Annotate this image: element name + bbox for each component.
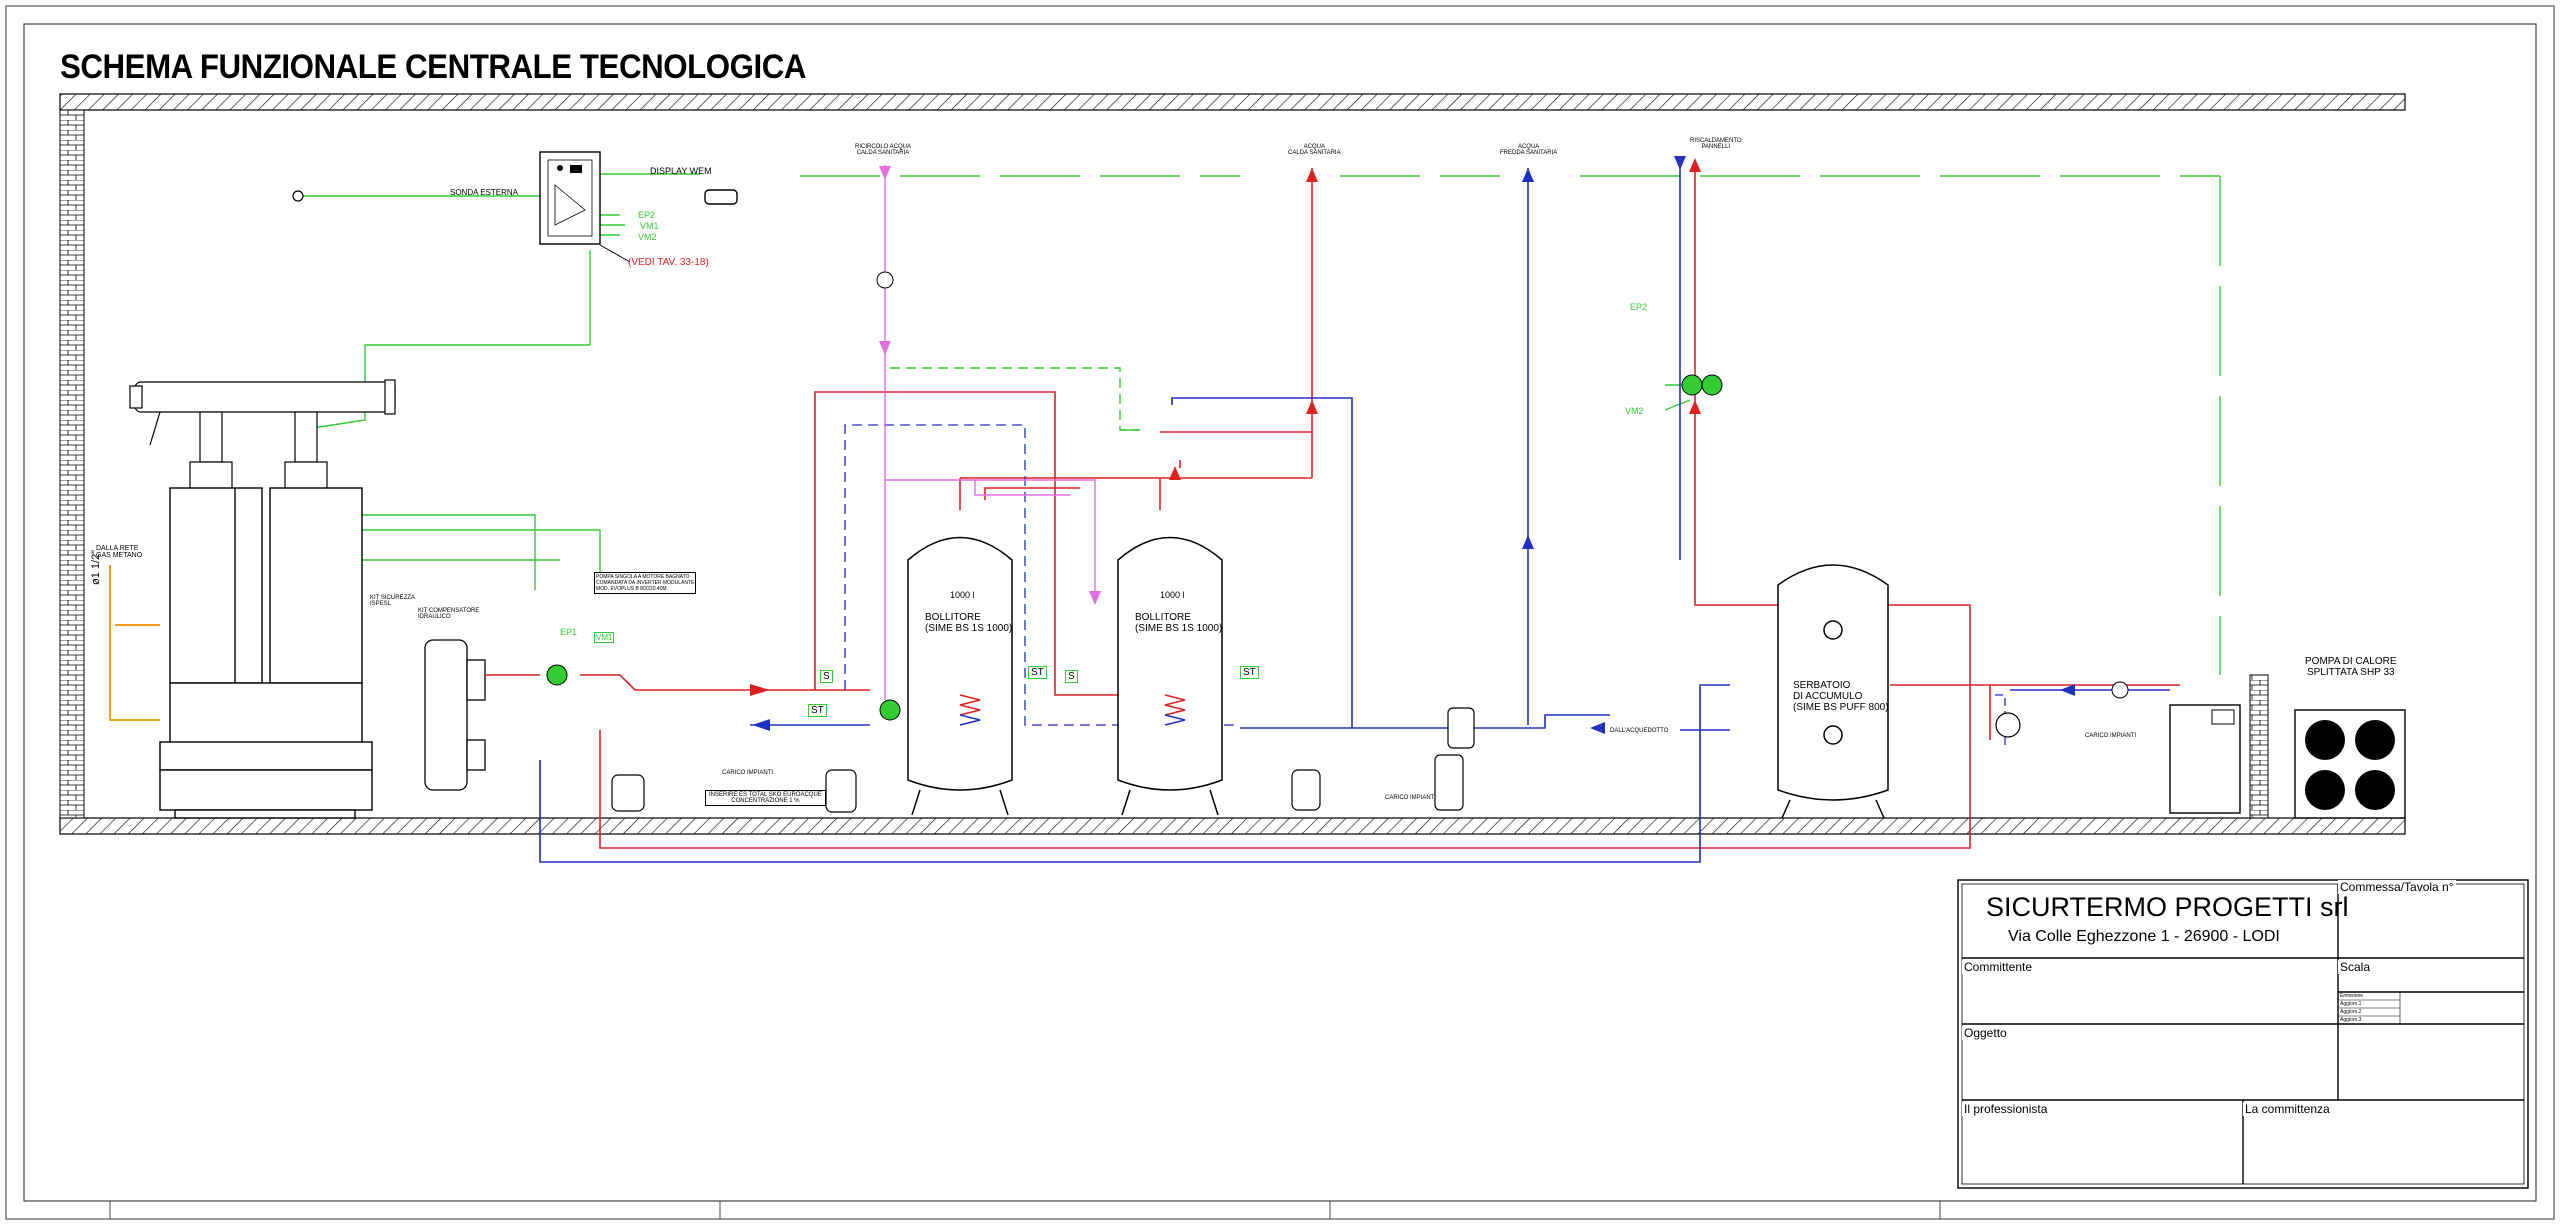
tb-scala: Scala <box>2338 960 2373 974</box>
label-pompa-calore: POMPA DI CALORE SPLITTATA SHP 33 <box>2305 656 2397 678</box>
label-dalla-rete: DALLA RETE GAS METANO <box>96 545 143 559</box>
label-capacity-1: 1000 l <box>950 590 975 600</box>
tag-st-3: ST <box>808 704 827 717</box>
label-carico-impianti-3: CARICO IMPIANTI <box>2085 733 2137 739</box>
label-gas-size: ø1 1/2" <box>90 549 102 585</box>
label-bollitore-1: BOLLITORE (SIME BS 1S 1000) <box>925 612 1013 634</box>
dashed-return-line <box>844 424 1240 726</box>
label-dall-acquedotto: DALL'ACQUEDOTTO <box>1610 728 1669 734</box>
cold-riser-arrow <box>1522 168 1534 182</box>
tag-s-2: S <box>1065 670 1078 683</box>
label-capacity-2: 1000 l <box>1160 590 1185 600</box>
label-ricircolo: RICIRCOLO ACQUA CALDA SANITARIA <box>855 144 912 156</box>
label-acqua-calda: ACQUA CALDA SANITARIA <box>1288 144 1341 156</box>
tag-st-1: ST <box>1028 666 1047 679</box>
label-vm2-valve: VM2 <box>1625 406 1644 416</box>
hot-water-lines <box>485 168 2180 849</box>
tank-coils <box>959 694 1186 726</box>
cold-flow-arrow <box>752 719 770 731</box>
tag-s-1: S <box>820 670 833 683</box>
label-bollitore-2: BOLLITORE (SIME BS 1S 1000) <box>1135 612 1223 634</box>
recirc-arrow <box>879 166 891 180</box>
tb-professionista: Il professionista <box>1962 1102 2050 1116</box>
floor-hatch <box>59 817 2406 835</box>
roof-hatch <box>59 93 2406 111</box>
label-kit-sicurezza: KIT SICUREZZA ISPESL <box>370 595 415 607</box>
outer-frame <box>5 5 2555 1220</box>
boiler-flue <box>129 379 396 491</box>
hot-riser-arrow <box>1306 168 1318 182</box>
drawing-title: SCHEMA FUNZIONALE CENTRALE TECNOLOGICA <box>60 48 806 86</box>
label-carico-impianti-2: CARICO IMPIANTI <box>1385 795 1437 801</box>
tb-address: Via Colle Eghezzone 1 - 26900 - LODI <box>2008 928 2280 945</box>
inner-frame <box>23 23 2537 1202</box>
hp-return-arrow <box>2060 684 2075 696</box>
label-carico-impianti-1: CARICO IMPIANTI <box>722 770 774 776</box>
tb-commessa: Commessa/Tavola n° <box>2338 880 2456 894</box>
label-ep1: EP1 <box>560 627 578 637</box>
heat-pump-unit <box>2169 704 2406 819</box>
label-ep2-signal: EP2 <box>638 210 656 220</box>
hot-flow-arrow <box>750 684 770 696</box>
hot-up-arrow-2 <box>1169 466 1181 480</box>
signal-lines <box>299 173 2221 675</box>
label-kit-compensatore: KIT COMPENSATORE IDRAULICO <box>418 608 480 620</box>
tb-oggetto: Oggetto <box>1962 1026 2009 1040</box>
label-vm1-tag: VM1 <box>594 632 615 643</box>
recirc-arrow-2 <box>879 341 891 355</box>
pumps <box>546 271 2129 721</box>
accumulo-tank <box>1777 564 1889 819</box>
title-block-frame <box>1957 879 2529 1189</box>
cold-water-lines <box>539 168 2170 863</box>
label-sonda-esterna: SONDA ESTERNA <box>450 188 519 197</box>
boiler-units <box>159 487 373 819</box>
controller-box <box>292 151 738 263</box>
recirc-arrow-3 <box>1089 591 1101 605</box>
recirculation-lines <box>884 165 1096 700</box>
label-vm2-signal: VM2 <box>638 232 657 242</box>
hot-up-arrow-1 <box>1306 400 1318 414</box>
hot-up-arrow-3 <box>1689 400 1701 414</box>
tb-agg2: Aggiorn.2 <box>2340 1009 2362 1015</box>
aqueduct-arrow <box>1590 722 1605 734</box>
hydraulic-separator <box>424 639 486 791</box>
heating-return-arrow <box>1674 156 1686 170</box>
bottom-frame-ticks <box>109 1201 1941 1219</box>
label-acqua-fredda: ACQUA FREDDA SANITARIA <box>1500 144 1558 156</box>
label-ep2-pump: EP2 <box>1630 302 1648 312</box>
gas-line <box>109 565 160 721</box>
tb-company: SICURTERMO PROGETTI srl <box>1986 892 2349 922</box>
expansion-vessels <box>611 707 2021 813</box>
brick-pillar <box>2249 674 2269 819</box>
label-serbatoio: SERBATOIO DI ACCUMULO (SIME BS PUFF 800) <box>1793 680 1889 713</box>
label-vedi-tav: (VEDI TAV. 33-18) <box>628 257 709 268</box>
tag-st-2: ST <box>1240 666 1259 679</box>
tb-committenza: La committenza <box>2243 1102 2332 1116</box>
tb-emissione: Emissione <box>2340 993 2364 999</box>
tb-agg3: Aggiorn.3 <box>2340 1017 2362 1023</box>
label-display-wem: DISPLAY WEM <box>650 166 712 176</box>
tb-agg1: Aggiorn.1 <box>2340 1001 2362 1007</box>
bollitore-tanks <box>907 536 1223 816</box>
tb-committente: Committente <box>1962 960 2035 974</box>
brick-wall <box>59 109 85 819</box>
cold-up-arrow <box>1522 535 1534 549</box>
label-note-pompa: POMPA SINGOLA A MOTORE BAGNATO COMANDATA… <box>594 572 697 594</box>
label-inserire: INSERIRE ES TOTAL SKO EUROACQUE CONCENTR… <box>705 790 826 806</box>
label-riscaldamento: RISCALDAMENTO PANNELLI <box>1690 138 1742 150</box>
heating-riser-arrow <box>1689 158 1701 172</box>
label-vm1-signal: VM1 <box>640 221 659 231</box>
